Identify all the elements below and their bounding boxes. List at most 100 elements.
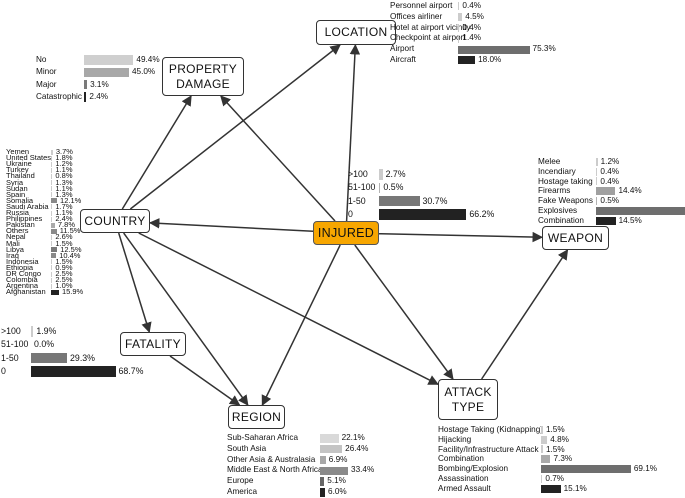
row-label: South Asia	[227, 443, 267, 453]
edge-country-to-fatality	[117, 232, 152, 334]
row-value: 14.5%	[618, 215, 642, 225]
value-bar	[320, 466, 349, 476]
row-value: 1.3%	[55, 189, 73, 199]
row-label: Airport	[390, 44, 415, 54]
row-value: 69.1%	[633, 464, 658, 474]
row-label: Facility/Infrastructure Attack	[438, 444, 539, 454]
row-label: Assassination	[438, 474, 489, 483]
row-label: Philippines	[6, 214, 43, 224]
value-bar	[458, 45, 530, 54]
injured-node: INJURED	[313, 221, 379, 245]
value-bar	[541, 435, 548, 444]
value-bar	[596, 177, 598, 186]
value-bar	[458, 56, 476, 65]
row-label: Catastrophic	[36, 91, 82, 101]
row-label: Mali	[6, 238, 20, 248]
location-node: LOCATION	[316, 20, 396, 45]
row-label: Minor	[36, 67, 57, 77]
row-value: 10.4%	[59, 250, 81, 260]
value-bar	[51, 283, 53, 289]
row-label: No	[36, 55, 47, 64]
row-label: Syria	[6, 177, 24, 187]
row-value: 6.0%	[328, 487, 347, 496]
row-label: Personnel airport	[390, 1, 453, 10]
weapon-node: WEAPON	[542, 226, 609, 250]
weapon-label: WEAPON	[547, 230, 604, 245]
row-value: 1.1%	[55, 165, 73, 175]
value-bar	[320, 477, 325, 486]
value-bar	[51, 222, 55, 228]
row-value: 4.8%	[550, 434, 569, 444]
value-bar	[596, 216, 616, 225]
attack-type-label-line1: ATTACK	[444, 384, 492, 399]
country-label: COUNTRY	[84, 213, 146, 228]
row-value: 12.5%	[60, 244, 82, 254]
row-value: 1.2%	[55, 159, 73, 169]
fatality-label: FATALITY	[125, 336, 181, 351]
row-label: Argentina	[6, 281, 39, 291]
value-bar	[51, 253, 57, 259]
value-bar	[379, 195, 420, 207]
country-node: COUNTRY	[80, 209, 150, 233]
row-value: 2.4%	[89, 91, 109, 101]
row-label: Iraq	[6, 250, 19, 260]
row-value: 6.9%	[328, 454, 348, 464]
value-bar	[51, 198, 58, 204]
row-value: 1.5%	[55, 256, 73, 266]
value-bar	[51, 247, 58, 253]
value-bar	[458, 2, 460, 11]
value-bar	[51, 192, 53, 198]
value-bar	[596, 197, 598, 206]
row-value: 14.4%	[618, 186, 642, 196]
row-value: 0.4%	[462, 22, 482, 32]
row-label: Indonesia	[6, 256, 39, 266]
row-label: Turkey	[6, 165, 29, 175]
value-bar	[458, 34, 460, 43]
row-value: 1.0%	[55, 281, 73, 291]
row-value: 30.7%	[422, 195, 448, 206]
row-value: 1.7%	[55, 201, 73, 211]
value-bar	[458, 13, 463, 22]
row-value: 1.1%	[55, 183, 73, 193]
row-label: 0	[1, 365, 6, 376]
edge-fatality-to-region	[169, 355, 241, 406]
value-bar	[51, 277, 53, 283]
row-label: Checkpoint at airport	[390, 33, 466, 43]
row-label: Saudi Arabia	[6, 201, 49, 211]
edge-injured-to-country	[148, 218, 314, 233]
row-label: Spain	[6, 189, 26, 199]
value-bar	[320, 488, 326, 497]
value-bar	[51, 161, 53, 167]
injured-label: INJURED	[317, 225, 375, 240]
row-value: 0.9%	[55, 262, 73, 272]
value-bar	[541, 445, 543, 454]
property-damage-label-line1: PROPERTY	[168, 61, 238, 76]
row-label: >100	[1, 326, 21, 336]
row-value: 45.0%	[132, 67, 156, 77]
row-value: 2.5%	[55, 269, 73, 278]
row-value: 18.0%	[478, 55, 502, 64]
property-damage-node: PROPERTY DAMAGE	[162, 57, 244, 96]
row-value: 1.9%	[36, 326, 57, 336]
row-value: 15.1%	[563, 483, 587, 493]
row-label: Yemen	[6, 147, 30, 156]
value-bar	[320, 444, 343, 454]
row-label: Major	[36, 79, 57, 89]
row-label: Nepal	[6, 232, 26, 242]
value-bar	[596, 167, 598, 176]
row-value: 15.9%	[61, 287, 84, 297]
value-bar	[51, 265, 53, 271]
value-bar	[379, 169, 383, 180]
row-value: 3.7%	[55, 147, 73, 156]
value-bar	[596, 157, 598, 166]
value-bar	[51, 216, 53, 222]
edge-country-to-property-damage	[121, 95, 192, 210]
value-bar	[320, 434, 339, 443]
row-value: 1.5%	[545, 425, 565, 434]
value-bar	[51, 204, 53, 210]
value-bar	[51, 186, 53, 192]
edge-country-to-location	[129, 44, 341, 210]
row-label: Somalia	[6, 195, 34, 205]
edge-injured-to-property-damage	[220, 95, 336, 222]
edge-injured-to-weapon	[378, 231, 544, 243]
